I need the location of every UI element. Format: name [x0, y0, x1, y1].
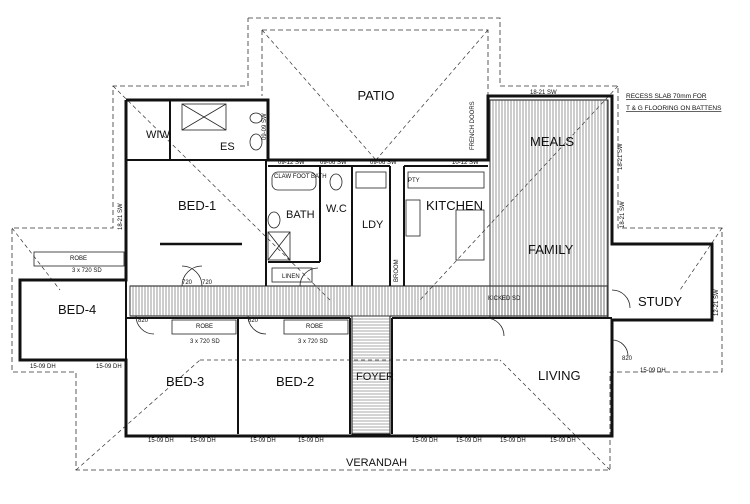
french-doors-label: FRENCH DOORS: [470, 101, 476, 150]
dim-bed4-a: 15-09 DH: [30, 364, 56, 370]
broom-label: BROOM: [394, 259, 400, 282]
doors: [135, 265, 631, 357]
room-bath: BATH: [286, 209, 315, 221]
dim-study-bottom: 15-09 DH: [640, 368, 666, 374]
room-bed2: BED-2: [276, 374, 314, 389]
basin-bath: [267, 211, 281, 229]
room-patio: PATIO: [357, 88, 394, 103]
dim-door-bed3: 820: [138, 318, 149, 324]
door-bed1: [181, 265, 203, 287]
bath-fixture-label: CLAW FOOT BATH: [274, 174, 327, 180]
room-bed3: BED-3: [166, 374, 204, 389]
interior-walls: [125, 100, 612, 434]
room-es: ES: [220, 141, 235, 153]
dim-es-right: 09-09 SW: [262, 113, 268, 140]
linen-cupboard: [271, 267, 313, 283]
dim-living-c: 15-09 DH: [500, 438, 526, 444]
room-wc: W.C: [326, 203, 347, 215]
roof-outline: [11, 17, 723, 471]
room-living: LIVING: [538, 368, 581, 383]
dim-family-right: 18-21 SW: [620, 201, 626, 228]
door-bed3: [135, 315, 155, 335]
shower-bath: [267, 231, 291, 261]
toilet-es: [249, 133, 263, 151]
dim-door-bed2: 820: [248, 318, 259, 324]
dim-living-d: 15-09 DH: [550, 438, 576, 444]
dim-meals-top: 18-21 SW: [530, 90, 557, 96]
dim-bed2-b: 15-09 DH: [298, 438, 324, 444]
dim-bed2-a: 15-09 DH: [250, 438, 276, 444]
robe-label-bed3: ROBE: [196, 324, 213, 330]
meals-hatching: [489, 100, 608, 318]
dim-ldy-top: 09-06 SW: [370, 160, 397, 166]
kitchen-island: [455, 209, 485, 261]
room-ldy: LDY: [362, 219, 384, 231]
claw-foot-bath: [271, 171, 317, 191]
pty-label: PTY: [408, 178, 420, 184]
robe-sd-bed2: 3 x 720 SD: [298, 339, 328, 345]
dim-bed3-a: 15-09 DH: [148, 438, 174, 444]
hall-hatching: [129, 286, 608, 316]
fixtures: [160, 103, 485, 261]
kitchen-bench-top: [407, 171, 485, 189]
room-labels: PATIO WIW ES BED-1 BATH W.C LDY KITCHEN …: [58, 88, 682, 469]
dim-living-a: 15-09 DH: [412, 438, 438, 444]
kicked-sd-label: KICKED SD: [488, 296, 521, 302]
door-living: [485, 317, 505, 337]
room-bed1: BED-1: [178, 198, 216, 213]
robe-bed2: [283, 319, 349, 335]
shower: [181, 103, 227, 131]
dim-bed4-b: 15-09 DH: [96, 364, 122, 370]
dim-door-bed1-a: 720: [182, 280, 193, 286]
basin-es: [249, 112, 263, 124]
room-verandah: VERANDAH: [346, 457, 407, 469]
room-study: STUDY: [638, 294, 682, 309]
dim-door-study: 820: [622, 356, 633, 362]
dim-meals-right: 18-21 SW: [618, 143, 624, 170]
dim-wc-top: 09-06 SW: [320, 160, 347, 166]
laundry-tub: [355, 171, 387, 189]
door-bath: [299, 267, 319, 287]
dim-door-bed1-b: 720: [202, 280, 213, 286]
dim-living-b: 15-09 DH: [456, 438, 482, 444]
room-bed4: BED-4: [58, 302, 96, 317]
dim-bath-top: 09-12 SW: [278, 160, 305, 166]
robe-bed4: [33, 251, 125, 267]
room-kitchen: KITCHEN: [426, 198, 483, 213]
dim-kitchen-top: 10-12 SW: [452, 160, 479, 166]
toilet-wc: [329, 173, 343, 191]
room-foyer: FOYER: [356, 371, 394, 383]
external-walls: [18, 94, 714, 438]
note-line1: RECESS SLAB 70mm FOR: [626, 93, 707, 100]
door-study: [611, 289, 631, 309]
foyer-hatching: [352, 315, 390, 434]
fridge: [405, 199, 421, 237]
robe-label-bed2: ROBE: [306, 324, 323, 330]
small-labels: ROBE 3 x 720 SD ROBE 3 x 720 SD ROBE 3 x…: [70, 101, 521, 345]
recess-slab-note: RECESS SLAB 70mm FOR T & G FLOORING ON B…: [626, 93, 722, 112]
dimension-labels: 18-21 SW 18-21 SW 09-09 SW 09-12 SW 09-0…: [30, 90, 720, 444]
dim-study-right: 12-21 SW: [714, 289, 720, 316]
robe-bed3: [171, 319, 237, 335]
dim-bed1-left: 18-21 SW: [118, 203, 124, 230]
robe-label-bed4: ROBE: [70, 256, 87, 262]
linen-label: LINEN: [282, 274, 300, 280]
room-family: FAMILY: [528, 242, 574, 257]
hall-corridor: [129, 99, 609, 435]
robe-sd-bed3: 3 x 720 SD: [190, 339, 220, 345]
door-bed2: [247, 315, 267, 335]
robe-sd-bed4: 3 x 720 SD: [72, 268, 102, 274]
room-wiw: WIW: [146, 129, 170, 141]
robes: [33, 251, 349, 335]
note-line2: T & G FLOORING ON BATTENS: [626, 105, 722, 112]
room-meals: MEALS: [530, 134, 574, 149]
dim-bed3-b: 15-09 DH: [190, 438, 216, 444]
